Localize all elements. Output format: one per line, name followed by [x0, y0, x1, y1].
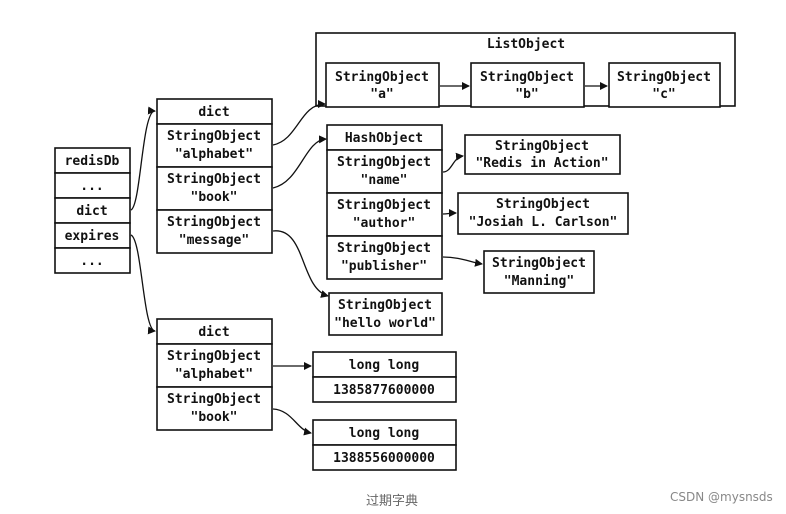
expire-alphabet-value: 1385877600000: [333, 383, 435, 398]
dict-expires-key-alphabet-value: "alphabet": [175, 367, 253, 382]
redisdb-row-dict: dict: [76, 204, 107, 219]
expire-alphabet-type: long long: [349, 358, 419, 373]
message-value-text: "hello world": [334, 316, 436, 331]
edge-redisdb-to-dict: [130, 106, 156, 211]
redisdb-row-ellipsis-1: ...: [80, 179, 103, 194]
redisdb-table: redisDb ... dict expires ...: [54, 147, 131, 274]
edge-author-to-value: [442, 209, 457, 218]
edge-publisher-to-value: [442, 256, 483, 267]
dict-main-key-book-type: StringObject: [167, 172, 261, 187]
dict-main-title: dict: [198, 105, 229, 120]
hash-object-title: HashObject: [345, 131, 423, 146]
hash-value-author-value: "Josiah L. Carlson": [469, 215, 618, 230]
dict-main-key-alphabet-value: "alphabet": [175, 147, 253, 162]
hash-value-publisher-value: "Manning": [504, 274, 574, 289]
redisdb-row-ellipsis-2: ...: [80, 254, 103, 269]
dict-main-key-message-value: "message": [179, 233, 249, 248]
dict-main-key-message-type: StringObject: [167, 215, 261, 230]
hash-key-name-value: "name": [361, 173, 408, 188]
connectors: [130, 82, 608, 436]
list-object-title: ListObject: [487, 37, 565, 52]
list-item-b-value: "b": [515, 87, 538, 102]
dict-expires-title: dict: [198, 325, 229, 340]
hash-value-author-type: StringObject: [496, 197, 590, 212]
edge-expires-book-to-time: [272, 408, 312, 436]
edge-alphabet-to-list: [272, 100, 326, 146]
dict-expires-key-alphabet-type: StringObject: [167, 349, 261, 364]
edge-name-to-value: [442, 152, 464, 173]
list-item-b-type: StringObject: [480, 70, 574, 85]
list-item-a-type: StringObject: [335, 70, 429, 85]
hash-key-name-type: StringObject: [337, 155, 431, 170]
list-item-a-value: "a": [370, 87, 393, 102]
hash-key-publisher-type: StringObject: [337, 241, 431, 256]
expire-book-value: 1388556000000: [333, 451, 435, 466]
edge-redisdb-to-expires: [130, 234, 156, 335]
watermark: CSDN @mysnsds: [670, 490, 773, 504]
hash-value-boxes: StringObject "Redis in Action" StringObj…: [457, 134, 629, 294]
hash-value-name-type: StringObject: [495, 139, 589, 154]
hash-key-author-type: StringObject: [337, 198, 431, 213]
dict-main-table: dict StringObject "alphabet" StringObjec…: [156, 98, 273, 254]
list-item-c-type: StringObject: [617, 70, 711, 85]
dict-expires-table: dict StringObject "alphabet" StringObjec…: [156, 318, 273, 431]
dict-main-key-book-value: "book": [191, 190, 238, 205]
hash-object-table: HashObject StringObject "name" StringObj…: [326, 124, 443, 280]
edge-message-to-value: [272, 230, 329, 298]
redisdb-title: redisDb: [65, 154, 120, 169]
dict-main-key-alphabet-type: StringObject: [167, 129, 261, 144]
redisdb-row-expires: expires: [65, 229, 120, 244]
message-value-box: StringObject "hello world": [328, 292, 443, 336]
list-object-container: ListObject StringObject "a" StringObject…: [315, 32, 736, 108]
edge-book-to-hash: [272, 135, 327, 189]
hash-value-publisher-type: StringObject: [492, 256, 586, 271]
hash-value-name-value: "Redis in Action": [475, 156, 608, 171]
expire-book-type: long long: [349, 426, 419, 441]
message-value-type: StringObject: [338, 298, 432, 313]
figure-caption: 过期字典: [366, 494, 419, 509]
expire-time-values: long long 1385877600000 long long 138855…: [312, 351, 457, 471]
hash-key-publisher-value: "publisher": [341, 259, 427, 274]
list-item-c-value: "c": [652, 87, 675, 102]
dict-expires-key-book-value: "book": [191, 410, 238, 425]
dict-expires-key-book-type: StringObject: [167, 392, 261, 407]
hash-key-author-value: "author": [353, 216, 416, 231]
